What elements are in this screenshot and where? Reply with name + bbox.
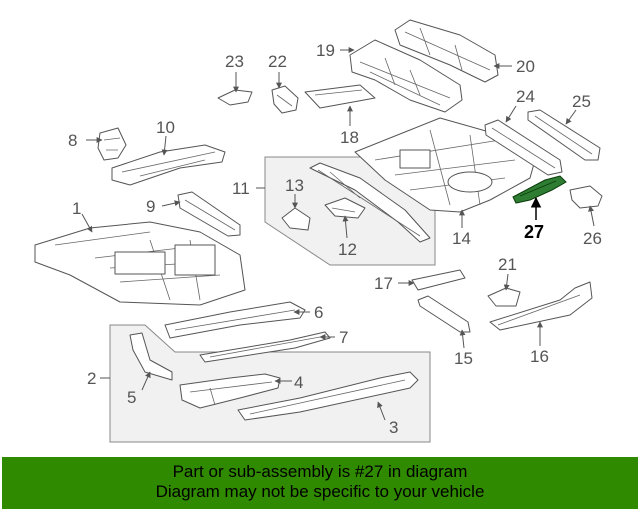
callout-26: 26 (583, 229, 602, 248)
callout-27-highlighted: 27 (524, 222, 544, 242)
part-24-rail[interactable] (484, 119, 563, 176)
part-15-brace[interactable] (417, 295, 471, 333)
callout-23: 23 (225, 52, 244, 71)
part-18-panel[interactable] (304, 84, 376, 109)
part-12-bracket[interactable] (324, 197, 366, 219)
part-26-bracket[interactable] (569, 185, 603, 209)
part-1-floor-pan[interactable] (34, 221, 246, 306)
part-14-rear-floor-pan[interactable] (354, 117, 536, 213)
callout-11: 11 (232, 179, 250, 198)
callout-9: 9 (146, 197, 155, 216)
part-4-rail[interactable] (179, 373, 281, 409)
callout-24: 24 (516, 87, 535, 106)
part-17-brace[interactable] (411, 269, 466, 291)
parts-diagram: 1 2 3 4 5 6 7 8 9 10 11 12 13 14 15 16 1… (34, 19, 603, 443)
part-11-side-member-assembly[interactable] (309, 162, 431, 243)
callout-7: 7 (339, 328, 348, 347)
part-6-member[interactable] (164, 301, 306, 339)
part-5-pillar[interactable] (129, 332, 173, 381)
part-23-plate[interactable] (217, 89, 253, 106)
callout-4: 4 (294, 373, 303, 392)
banner-line-2: Diagram may not be specific to your vehi… (155, 482, 485, 501)
callout-14: 14 (452, 229, 471, 248)
part-8-bracket[interactable] (97, 127, 127, 161)
callout-10: 10 (156, 118, 175, 137)
info-banner: Part or sub-assembly is #27 in diagram D… (2, 457, 638, 509)
part-3-rocker-panel[interactable] (237, 371, 419, 421)
part-10-crossmember[interactable] (111, 144, 226, 186)
callout-19: 19 (316, 41, 335, 60)
part-21-bracket[interactable] (487, 287, 521, 307)
callout-25: 25 (572, 92, 591, 111)
part-27-highlighted-bracket[interactable] (512, 175, 567, 204)
callout-15: 15 (454, 349, 473, 368)
callout-21: 21 (498, 255, 517, 274)
part-9-reinforcement[interactable] (177, 191, 241, 237)
callout-16: 16 (530, 347, 549, 366)
callout-17: 17 (374, 274, 393, 293)
callout-12: 12 (338, 240, 357, 259)
part-13-plate[interactable] (281, 207, 311, 231)
callout-6: 6 (314, 303, 323, 322)
part-16-rocker[interactable] (489, 281, 593, 331)
part-25-rail[interactable] (527, 109, 601, 161)
callout-13: 13 (285, 176, 304, 195)
callout-3: 3 (389, 418, 398, 437)
callout-22: 22 (268, 52, 287, 71)
callout-20: 20 (516, 57, 535, 76)
part-7-rail[interactable] (199, 331, 331, 363)
part-19-rear-crossmember[interactable] (349, 39, 463, 113)
banner-line-1: Part or sub-assembly is #27 in diagram (172, 462, 468, 481)
leader-lines (81, 47, 595, 421)
callout-8: 8 (68, 131, 77, 150)
part-20-rear-panel[interactable] (394, 19, 499, 83)
callout-18: 18 (340, 128, 359, 147)
part-22-bracket[interactable] (271, 85, 299, 114)
callout-2: 2 (87, 369, 96, 388)
callout-1: 1 (72, 199, 81, 218)
callout-5: 5 (127, 388, 136, 407)
